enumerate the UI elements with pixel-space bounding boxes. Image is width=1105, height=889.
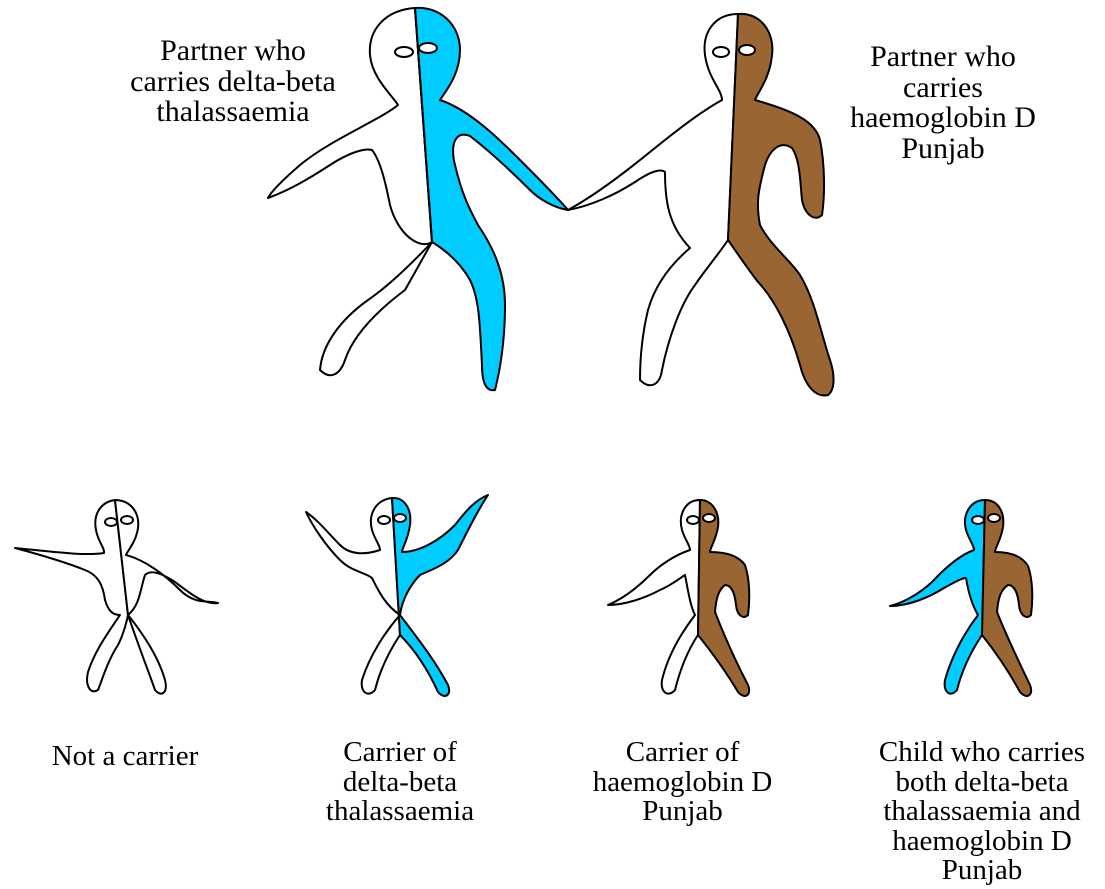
child1-left-half [15,500,128,691]
eye-icon [395,47,413,57]
child2-right-half[interactable] [392,495,488,696]
eye-icon [687,516,699,524]
eye-icon [378,516,390,524]
parent-left-blue-half[interactable] [415,8,568,390]
child-label-hb-d-punjab-carrier: Carrier of haemoglobin D Punjab [575,738,790,827]
child4-left-half[interactable] [890,500,985,694]
eye-icon [988,514,1000,522]
parent-left-label: Partner who carries delta-beta thalassae… [118,36,348,128]
child3-left-half [608,500,700,694]
child4-right-half[interactable] [982,500,1032,696]
eye-icon [739,45,755,55]
child1-right-half[interactable] [115,500,218,694]
eye-icon [713,47,729,57]
child2-left-half [306,498,400,694]
eye-icon [394,514,406,522]
eye-icon [105,518,117,526]
eye-icon [703,514,715,522]
parent-right-label: Partner who carries haemoglobin D Punjab [838,42,1048,164]
child-figure-delta-beta-carrier [306,495,488,696]
child-figure-both-carrier [890,500,1032,696]
parent-right-white-half [568,14,738,385]
child-figure-not-carrier [15,500,218,694]
eye-icon [419,43,437,53]
child-figure-hb-d-punjab-carrier [608,500,749,696]
eye-icon [972,516,984,524]
child-label-both-carrier: Child who carries both delta-beta thalas… [862,738,1102,886]
parent-right-brown-half[interactable] [728,14,834,396]
child-label-not-carrier: Not a carrier [20,742,230,772]
parent-figure-hb-d-punjab [568,14,834,396]
eye-icon [121,516,133,524]
child3-right-half[interactable] [698,500,749,696]
child-label-delta-beta-carrier: Carrier of delta-beta thalassaemia [295,738,505,827]
